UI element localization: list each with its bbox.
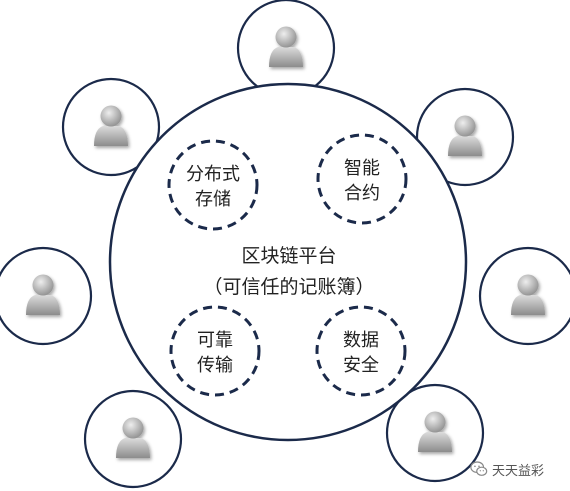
feature-label-line2: 合约: [344, 183, 380, 204]
feature-label-line1: 可靠: [197, 330, 233, 351]
feature-dashed-circle: [167, 139, 259, 231]
feature-label-line2: 存储: [195, 189, 231, 210]
feature-label-line1: 数据: [343, 330, 379, 351]
user-icon: [511, 274, 545, 315]
user-icon: [448, 115, 482, 156]
wechat-icon: [470, 461, 488, 476]
feature-dashed-circle: [315, 305, 407, 397]
user-icon: [94, 105, 128, 146]
user-icon: [269, 26, 303, 67]
user-icon: [26, 274, 60, 315]
feature-label-line2: 传输: [197, 355, 233, 376]
user-node: [0, 246, 93, 346]
user-node: [83, 389, 183, 489]
user-node: [478, 246, 570, 346]
platform-title: 区块链平台: [241, 245, 336, 267]
feature-label-line2: 安全: [343, 355, 379, 376]
user-icon: [418, 411, 452, 452]
user-node: [61, 77, 161, 177]
user-icon: [116, 417, 150, 458]
user-node: [415, 87, 515, 187]
feature-dashed-circle: [169, 305, 261, 397]
platform-subtitle: （可信任的记账簿）: [203, 276, 374, 298]
user-node: [385, 383, 485, 483]
feature-label-line1: 智能: [344, 158, 380, 179]
feature-dashed-circle: [316, 133, 408, 225]
feature-label-line1: 分布式: [186, 164, 240, 185]
watermark-text: 天天益彩: [492, 463, 545, 479]
user-node: [236, 0, 336, 98]
watermark: 天天益彩: [470, 458, 544, 480]
